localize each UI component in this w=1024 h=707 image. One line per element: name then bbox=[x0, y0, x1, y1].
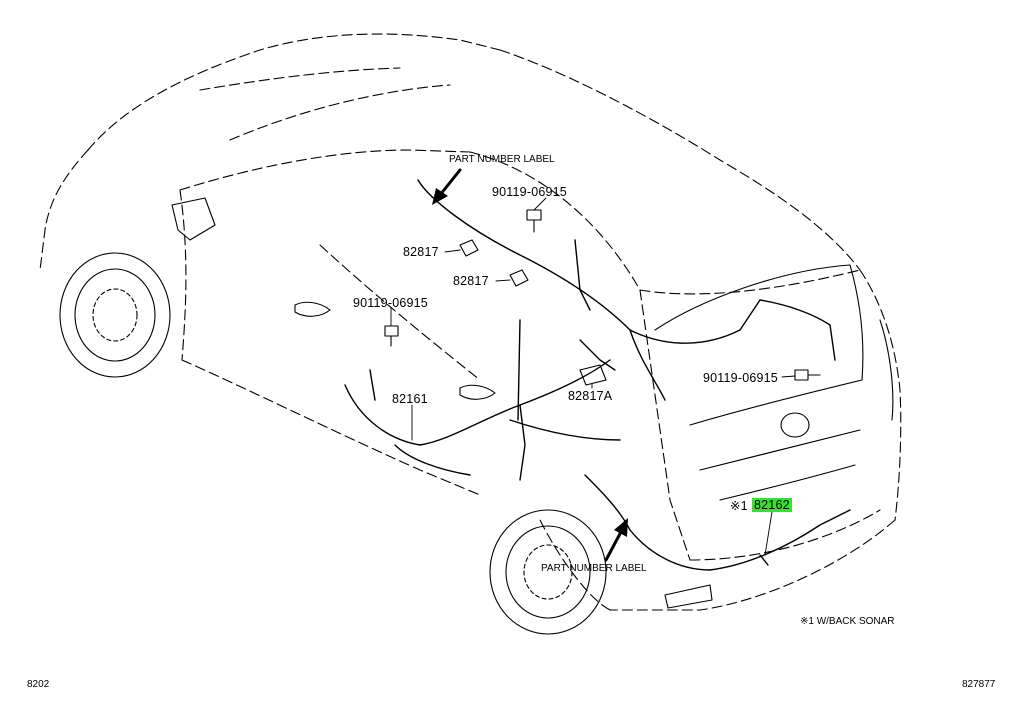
vehicle-body-outline bbox=[39, 33, 902, 611]
rear-door-handle bbox=[459, 384, 496, 400]
part-number-label-bottom: PART NUMBER LABEL bbox=[541, 563, 647, 574]
footer-left-code: 8202 bbox=[27, 679, 50, 690]
roof-wire-harness bbox=[417, 179, 836, 401]
side-mirror bbox=[171, 197, 216, 241]
clamp-upper-part bbox=[459, 239, 479, 257]
arrow-bottom bbox=[604, 518, 628, 562]
bolt-top-label: 90119-06915 bbox=[492, 185, 567, 199]
bracket-label: 82817A bbox=[568, 389, 613, 403]
part-number-label-top: PART NUMBER LABEL bbox=[449, 154, 555, 165]
wire-back-label[interactable]: 82162 bbox=[752, 498, 792, 512]
bolt-top-part bbox=[526, 209, 542, 233]
bolt-right-part bbox=[794, 369, 821, 381]
wire-back-note-marker: ※1 bbox=[730, 499, 748, 513]
bolt-left-label: 90119-06915 bbox=[353, 296, 428, 310]
wire-floor-label: 82161 bbox=[392, 392, 428, 406]
arrow-top bbox=[432, 168, 462, 205]
clamp-lower-part bbox=[509, 269, 529, 287]
bolt-left-part bbox=[384, 325, 399, 347]
back-door-wire-harness bbox=[584, 474, 851, 571]
front-door-handle bbox=[294, 301, 331, 317]
clamp-upper-label: 82817 bbox=[403, 245, 439, 259]
footer-right-code: 827877 bbox=[962, 679, 996, 690]
bolt-right-label: 90119-06915 bbox=[703, 371, 778, 385]
back-sonar-note: ※1 W/BACK SONAR bbox=[800, 616, 895, 627]
rear-window-frame bbox=[654, 264, 894, 501]
bracket-part bbox=[579, 364, 607, 386]
clamp-lower-label: 82817 bbox=[453, 274, 489, 288]
floor-wire-harness bbox=[344, 319, 621, 481]
leader-lines bbox=[390, 197, 796, 556]
rear-emblem bbox=[780, 412, 810, 438]
front-wheel bbox=[59, 252, 171, 378]
rear-wheel bbox=[489, 509, 607, 635]
rear-bumper-lamp bbox=[664, 584, 713, 609]
